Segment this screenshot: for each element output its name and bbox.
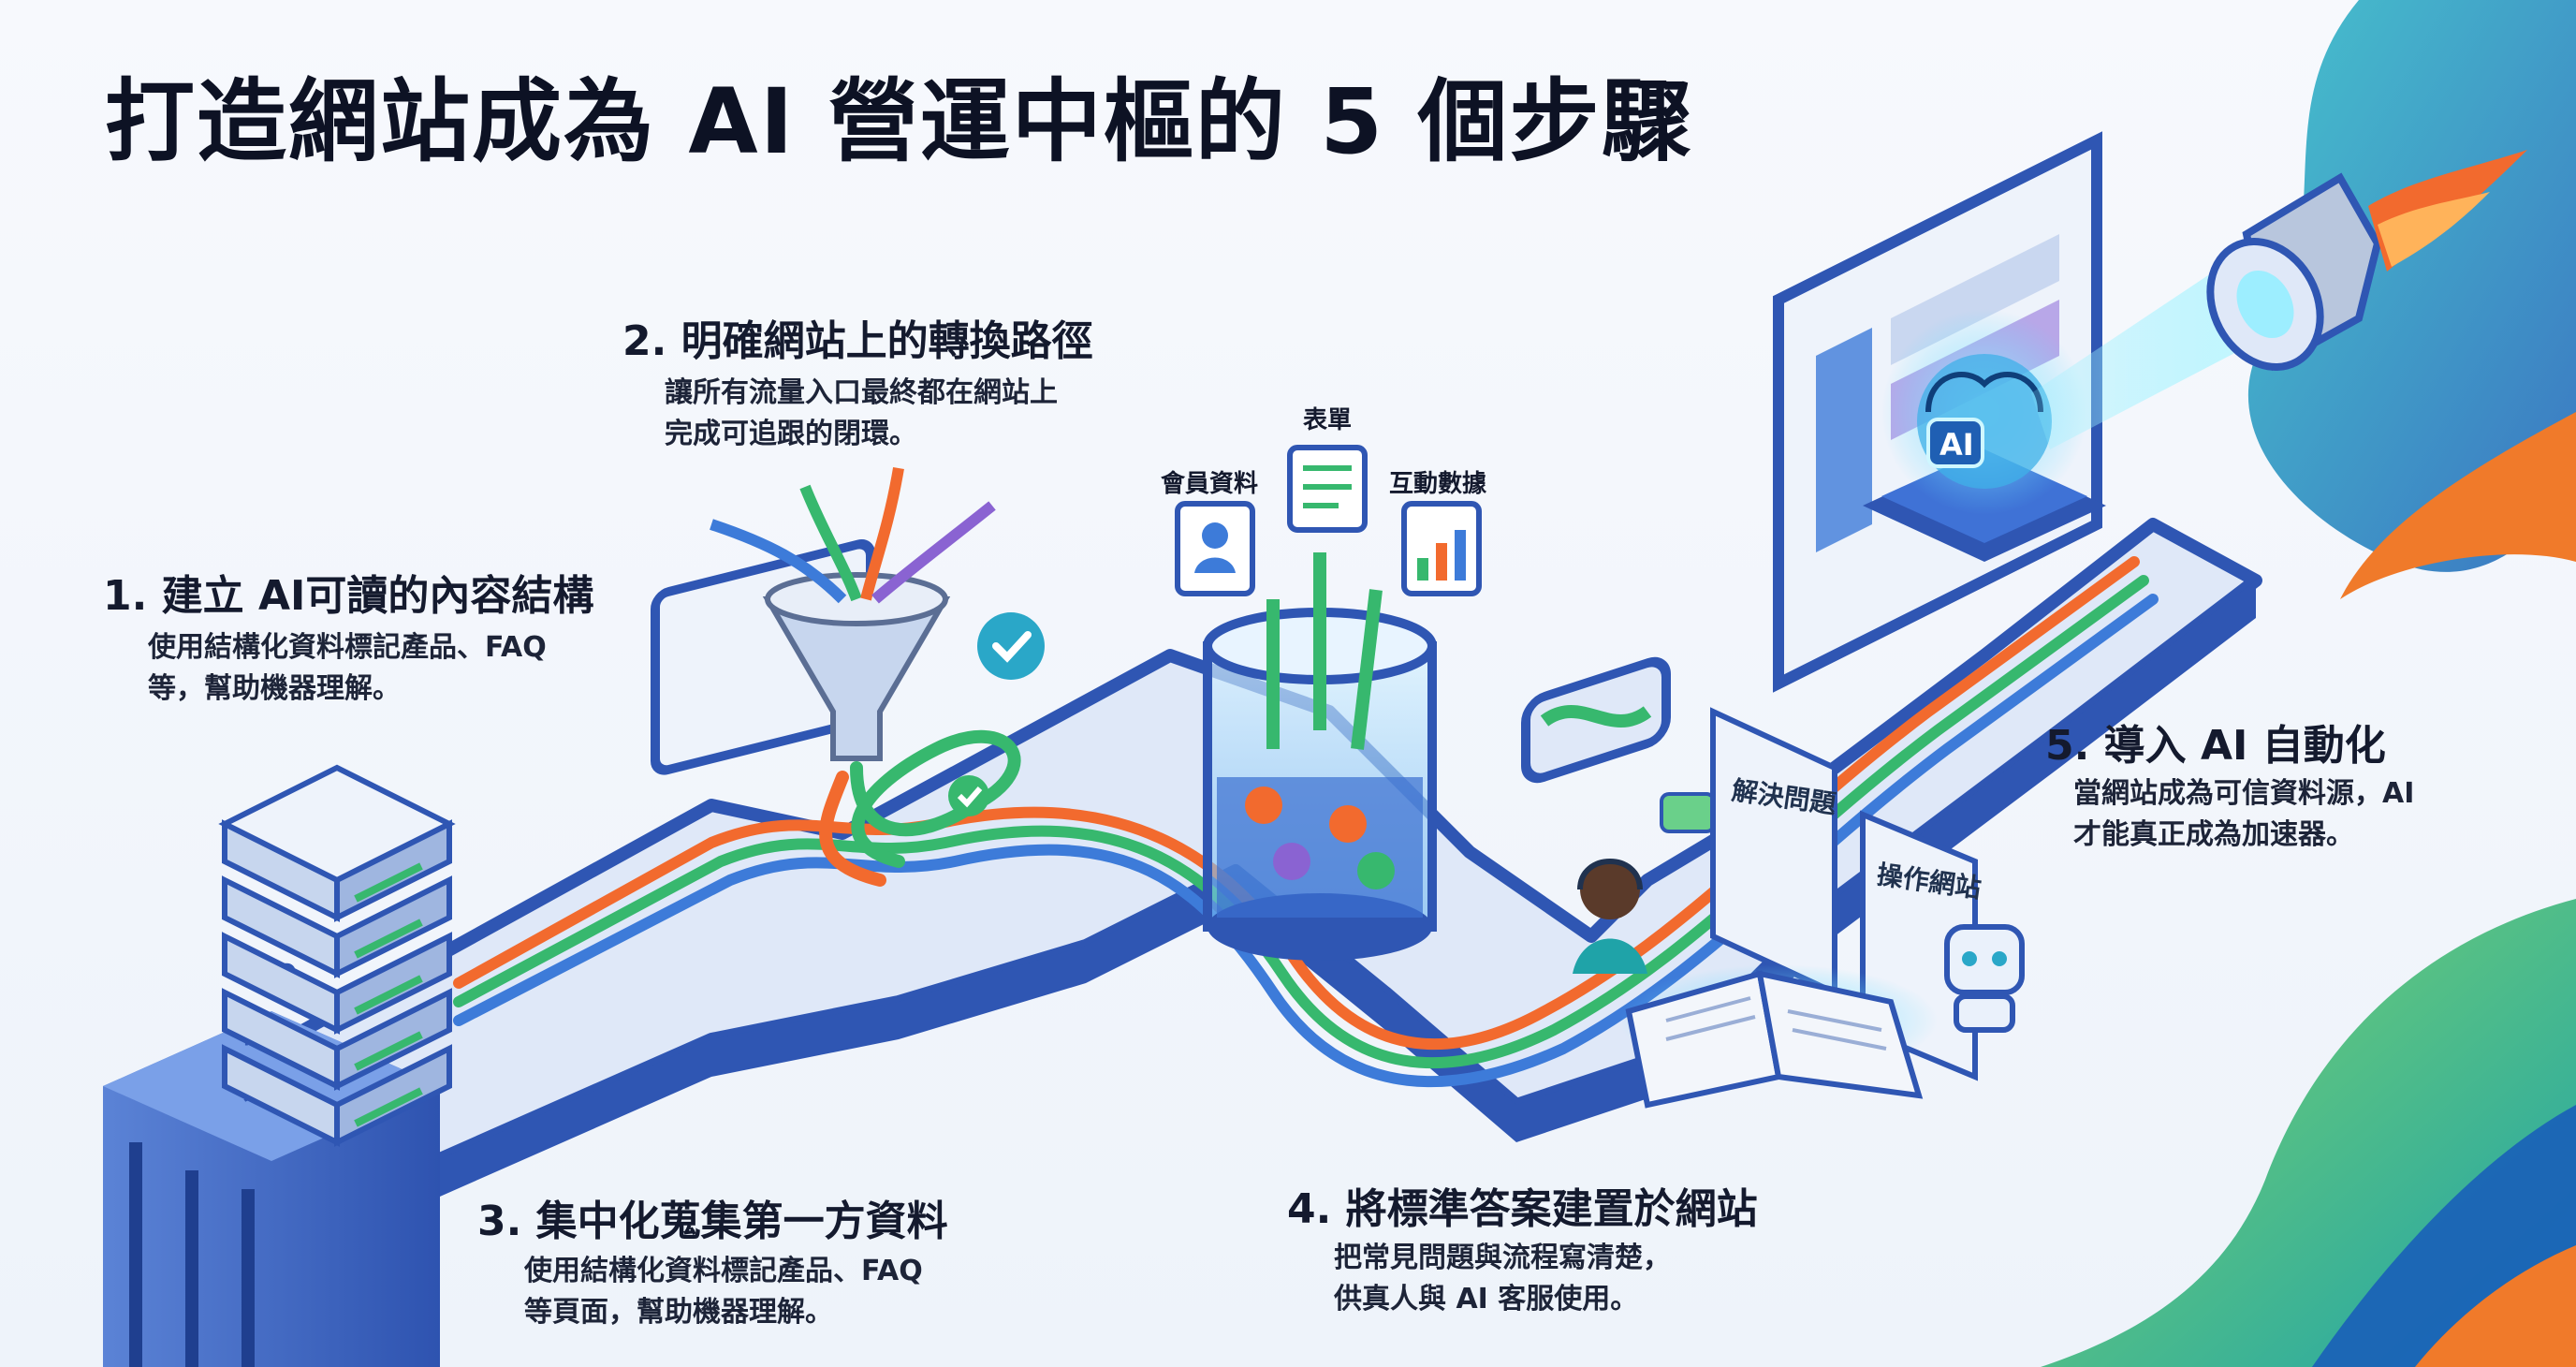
server-label-5: 天使: [243, 1078, 293, 1106]
bar-chart-icon: [1401, 501, 1482, 596]
step-3-description-line-1: 使用結構化資料標記產品、FAQ: [524, 1255, 923, 1287]
step-5-title: 5. 導入 AI 自動化: [2045, 722, 2386, 770]
step-1-description-line-2: 等，幫助機器理解。: [148, 672, 401, 705]
cylinder-database-icon: [1203, 552, 1437, 961]
step-1-title: 1. 建立 AI可讀的內容結構: [103, 572, 594, 620]
funnel-icon: [651, 467, 1021, 887]
step-1-description-line-1: 使用結構化資料標記產品、FAQ: [148, 631, 547, 664]
ai-chip-label: AI: [1939, 427, 1974, 463]
robot-icon: [1944, 924, 2025, 1033]
label-interaction-data: 互動數據: [1389, 470, 1487, 498]
step-2-title: 2. 明確網站上的轉換路徑: [622, 317, 1093, 365]
server-stack-labels: 商品 特我 FAQ 門搞 天使: [201, 749, 435, 1124]
decorative-waves: [2041, 0, 2576, 1367]
step-2-description-line-1: 讓所有流量入口最終都在網站上: [665, 376, 1058, 409]
step-4-title: 4. 將標準答案建置於網站: [1287, 1185, 1758, 1233]
step-5-description-line-1: 當網站成為可信資料源，AI: [2073, 777, 2415, 810]
step-2-description-line-2: 完成可追跟的閉環。: [665, 418, 917, 450]
brain-chip-icon: AI: [1863, 309, 2106, 562]
step-2-description: 讓所有流量入口最終都在網站上 完成可追跟的閉環。: [665, 373, 1058, 455]
server-label-products: 商品: [253, 853, 302, 881]
server-label-4: 門搞: [243, 1022, 293, 1050]
checkmark-bubble-icon: [977, 612, 1045, 680]
open-book-icon: [1619, 964, 1938, 1109]
server-label-2: 特我: [248, 909, 298, 937]
server-label-faq: FAQ: [243, 960, 298, 988]
step-3-title: 3. 集中化蒐集第一方資料: [477, 1198, 948, 1245]
headset-agent-icon: [1573, 859, 1647, 974]
document-icon: [1287, 445, 1368, 533]
step-4-description-line-2: 供真人與 AI 客服使用。: [1334, 1283, 1639, 1316]
step-5-description: 當網站成為可信資料源，AI 才能真正成為加速器。: [2073, 773, 2414, 856]
connector-capsule: [1521, 656, 1671, 784]
label-form: 表單: [1303, 406, 1353, 434]
step-4-description: 把常見問題與流程寫清楚， 供真人與 AI 客服使用。: [1334, 1238, 1671, 1320]
rocket-engine-icon: [2206, 150, 2527, 372]
light-beam: [2031, 262, 2265, 449]
step-4-description-line-1: 把常見問題與流程寫清楚，: [1334, 1242, 1671, 1274]
page-title: 打造網站成為 AI 營運中樞的 5 個步驟: [105, 69, 1693, 174]
step-3-description-line-2: 等頁面，幫助機器理解。: [524, 1296, 833, 1329]
user-profile-icon: [1175, 501, 1255, 596]
chat-bubble-icon: [1660, 792, 1716, 833]
label-member-data: 會員資料: [1161, 470, 1259, 498]
step-3-description: 使用結構化資料標記產品、FAQ 等頁面，幫助機器理解。: [524, 1251, 923, 1333]
step-1-description: 使用結構化資料標記產品、FAQ 等，幫助機器理解。: [148, 627, 547, 710]
step-5-description-line-2: 才能真正成為加速器。: [2073, 818, 2354, 851]
